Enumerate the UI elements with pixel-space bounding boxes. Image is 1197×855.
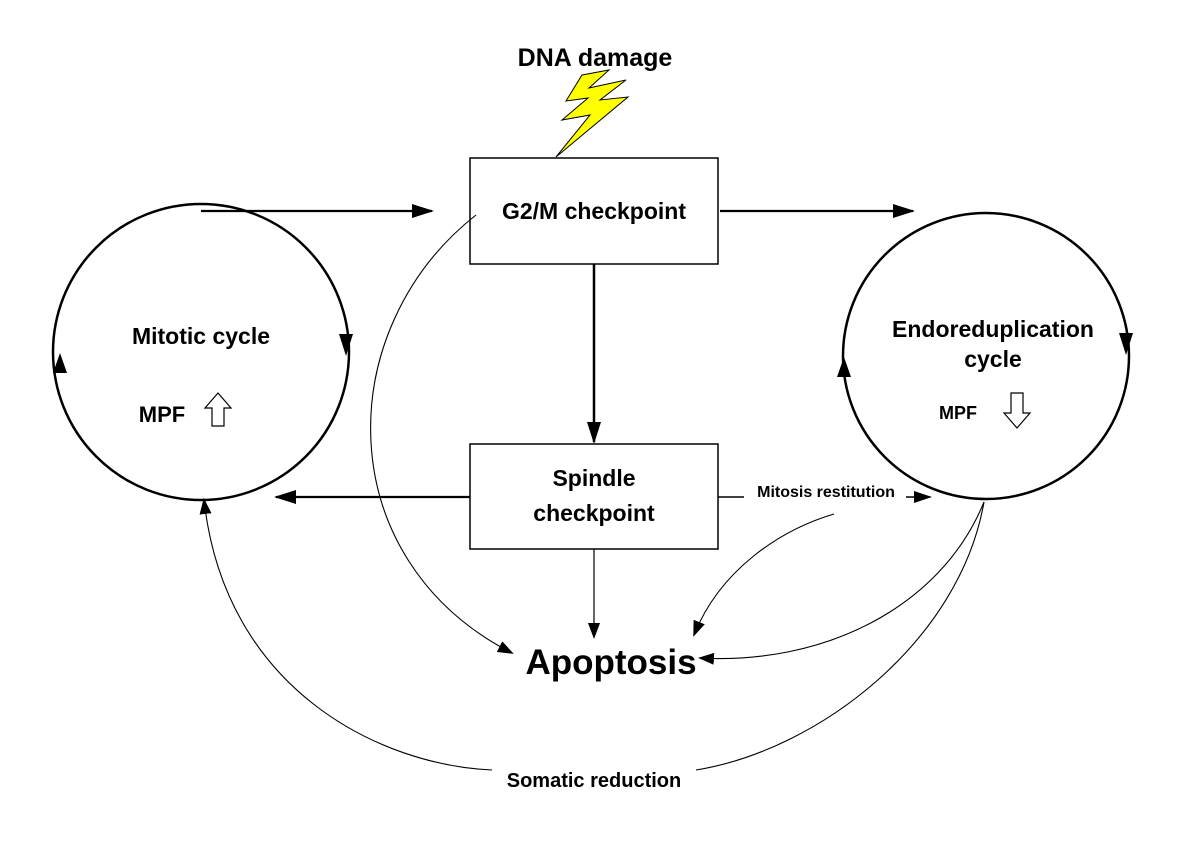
lightning-bolt-icon: [555, 69, 630, 158]
endo-cycle-right-arrowhead: [1119, 333, 1133, 355]
spindle-checkpoint-box: [469, 443, 719, 550]
mitotic-cycle-circle: [51, 202, 351, 502]
g2m-checkpoint-label: G2/M checkpoint: [502, 198, 686, 224]
mitotic-cycle-label: Mitotic cycle: [132, 323, 270, 349]
endoreduplication-label-line2: cycle: [964, 346, 1022, 372]
mitotic-cycle-right-arrowhead: [339, 334, 353, 356]
edge-g2m-to-apoptosis: [370, 214, 514, 654]
spindle-checkpoint-label-line1: Spindle: [552, 465, 635, 491]
somatic-reduction-label: Somatic reduction: [507, 770, 681, 792]
endoreduplication-label-line1: Endoreduplication: [892, 316, 1094, 342]
endo-cycle-left-arrowhead: [837, 357, 851, 377]
edge-restitution-to-apoptosis: [693, 513, 835, 637]
edge-endo-to-apoptosis: [698, 501, 985, 665]
mitotic-cycle-left-arrowhead: [53, 353, 67, 373]
edge-somatic-reduction-right: [695, 501, 985, 771]
mitotic-mpf-label: MPF: [139, 402, 185, 427]
dna-damage-label: DNA damage: [518, 44, 673, 72]
mitosis-restitution-label: Mitosis restitution: [757, 484, 895, 501]
edge-somatic-reduction-left: [199, 498, 493, 771]
endo-mpf-label: MPF: [939, 403, 977, 423]
g2m-checkpoint-box: [469, 157, 719, 265]
spindle-checkpoint-label-line2: checkpoint: [533, 500, 655, 526]
endoreduplication-cycle-circle: [841, 211, 1131, 501]
mitosis-restitution-label-background: [744, 482, 906, 502]
mpf-down-arrow-icon: [1002, 392, 1032, 429]
mpf-up-arrow-icon: [203, 392, 233, 427]
apoptosis-label: Apoptosis: [525, 643, 696, 682]
